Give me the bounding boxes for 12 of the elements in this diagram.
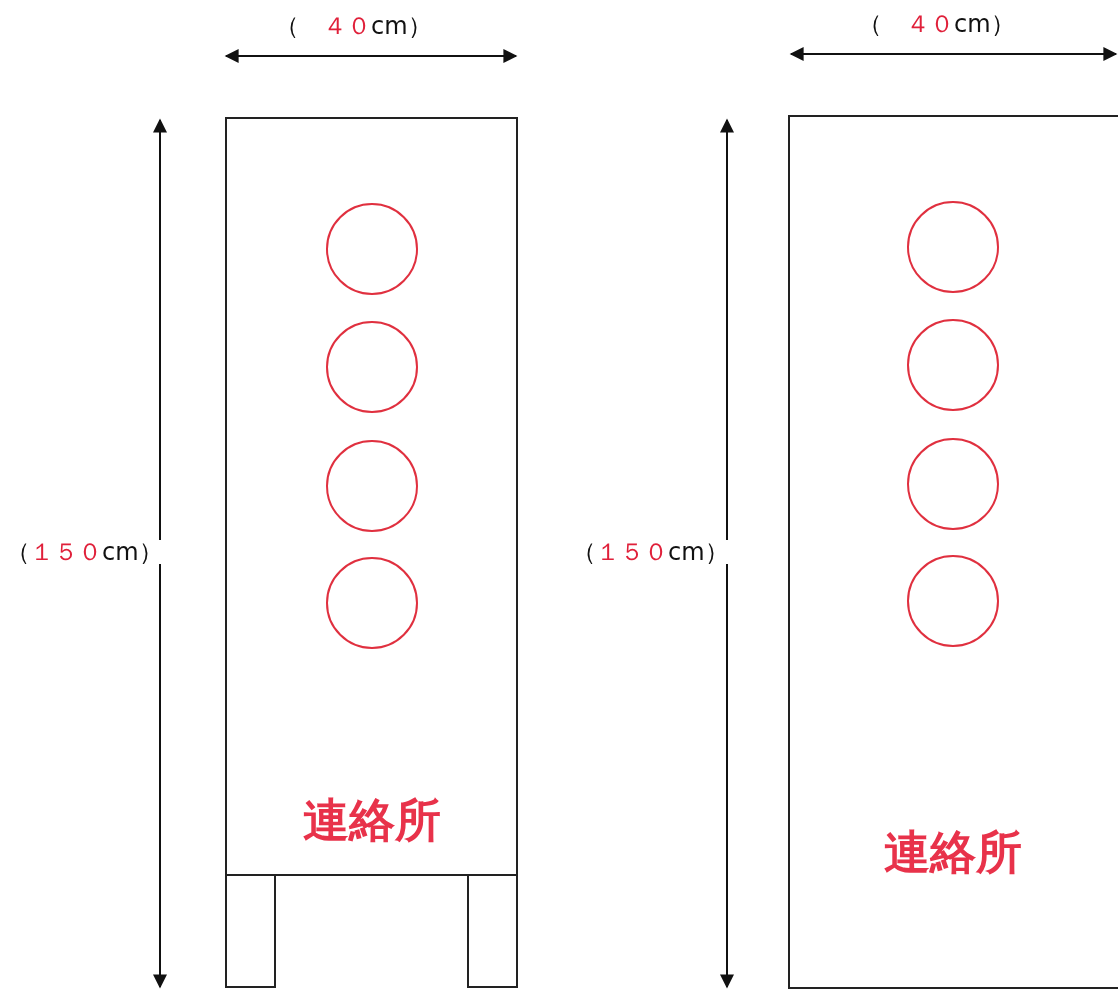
signboard bbox=[788, 115, 1118, 989]
name-circle bbox=[325, 203, 418, 295]
signboard bbox=[225, 117, 518, 876]
name-circle bbox=[907, 319, 999, 411]
name-circle bbox=[907, 438, 999, 530]
name-circle bbox=[325, 440, 418, 532]
board-label: 連絡所 bbox=[302, 797, 441, 843]
name-circle bbox=[907, 201, 999, 293]
name-circle bbox=[325, 321, 418, 413]
board-label: 連絡所 bbox=[884, 829, 1022, 875]
name-circle bbox=[907, 555, 999, 647]
name-circle bbox=[325, 557, 418, 649]
